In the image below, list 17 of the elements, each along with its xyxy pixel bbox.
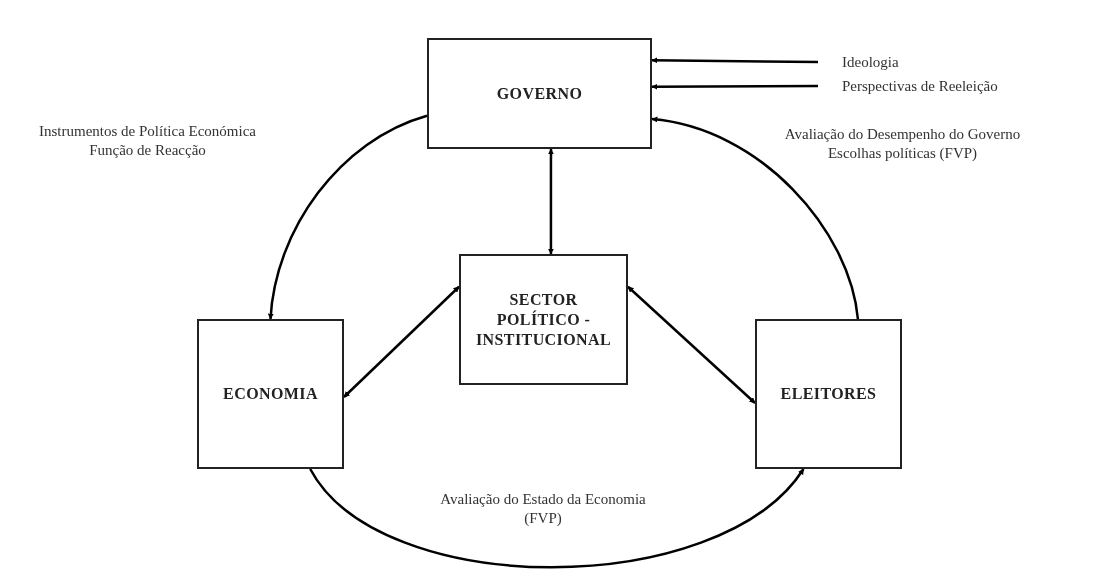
process-box: SECTOR POLÍTICO - INSTITUCIONAL bbox=[459, 254, 628, 385]
arrow bbox=[627, 285, 756, 404]
arrow bbox=[651, 116, 860, 320]
arrow bbox=[309, 468, 805, 569]
process-box: ELEITORES bbox=[755, 319, 902, 469]
input-label: Ideologia bbox=[818, 52, 938, 72]
arrow bbox=[651, 83, 818, 90]
arrow bbox=[343, 285, 460, 398]
process-box: GOVERNO bbox=[427, 38, 652, 149]
input-label: Perspectivas de Reeleição bbox=[818, 76, 1058, 96]
process-box: ECONOMIA bbox=[197, 319, 344, 469]
arrow bbox=[547, 148, 554, 255]
arrow bbox=[268, 114, 428, 320]
edge-label: Avaliação do Estado da Economia (FVP) bbox=[440, 491, 646, 526]
arrow bbox=[651, 57, 818, 64]
edge-label: Instrumentos de Política Económica Função de Reacção bbox=[39, 123, 256, 158]
edge-label: Avaliação do Desempenho do Governo Escolhas políticas (FVP) bbox=[784, 126, 1021, 161]
